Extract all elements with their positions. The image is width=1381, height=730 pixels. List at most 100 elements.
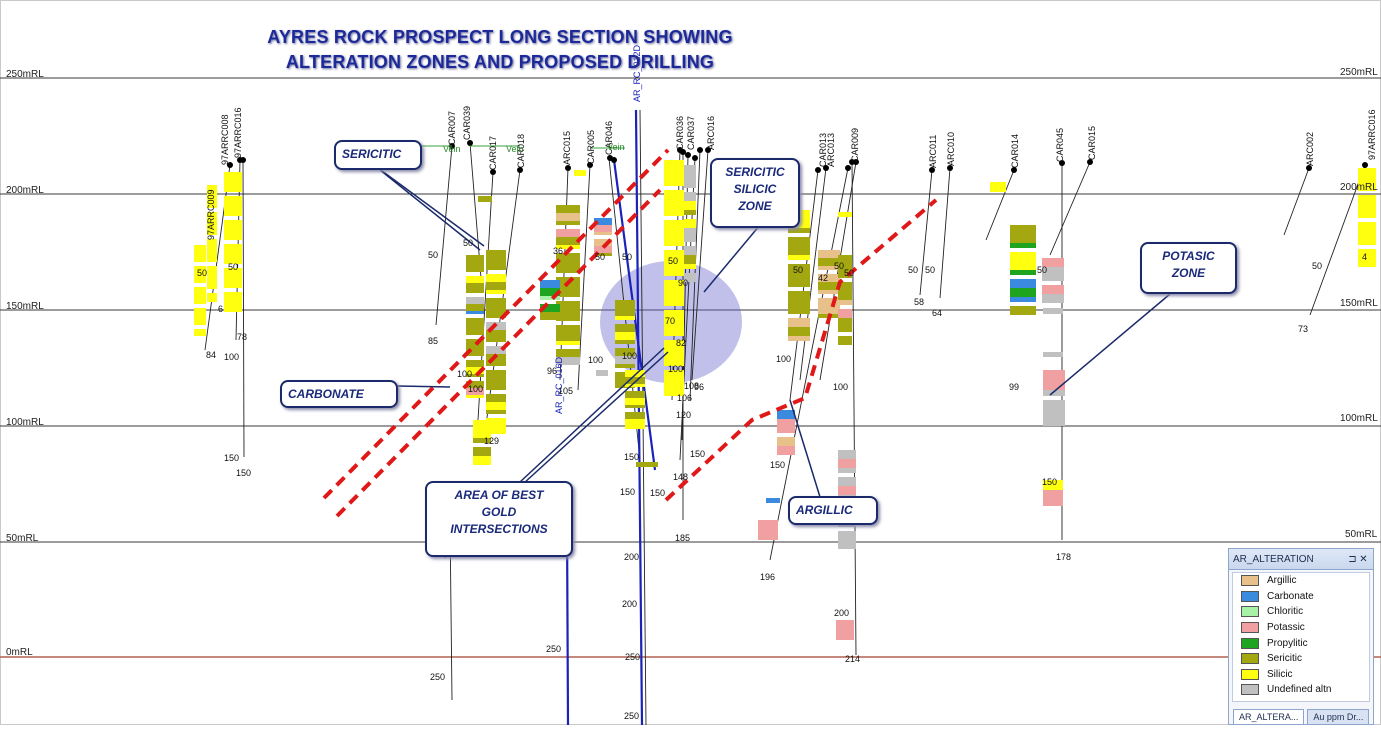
- alteration-segment: [664, 270, 684, 276]
- legend-swatch: [1241, 606, 1259, 618]
- alteration-segment: [838, 255, 852, 264]
- alteration-segment: [224, 212, 242, 216]
- alteration-segment: [684, 201, 696, 210]
- hole-label: CAR015: [1087, 126, 1097, 160]
- alteration-segment: [664, 380, 684, 390]
- alteration-segment: [466, 346, 484, 353]
- alteration-segment: [224, 268, 242, 276]
- alteration-segment: [473, 456, 491, 465]
- alteration-segment: [818, 290, 840, 294]
- alteration-segment: [540, 280, 560, 288]
- depth-label: 250: [546, 644, 561, 654]
- alteration-segment: [777, 428, 795, 433]
- legend-item-silicic: Silicic: [1233, 667, 1369, 683]
- alteration-segment: [556, 229, 580, 237]
- alteration-segment: [758, 536, 778, 540]
- alteration-segment: [194, 259, 206, 262]
- alteration-segment: [194, 301, 206, 304]
- legend-swatch: [1241, 668, 1259, 680]
- alteration-segment: [1042, 276, 1064, 281]
- depth-label: 50: [463, 238, 473, 248]
- legend-item-chloritic: Chloritic: [1233, 604, 1369, 620]
- rl-label-right-100: 100mRL: [1340, 413, 1378, 424]
- alteration-segment: [466, 388, 484, 395]
- alteration-segment: [207, 239, 217, 248]
- alteration-segment: [224, 236, 242, 240]
- depth-label: 100: [622, 351, 637, 361]
- alteration-segment: [194, 273, 206, 280]
- alteration-segment: [615, 364, 635, 368]
- alteration-segment: [207, 194, 217, 203]
- collar-dot: [697, 147, 703, 153]
- legend-item-sericitic: Sericitic: [1233, 651, 1369, 667]
- depth-label: 4: [1362, 252, 1367, 262]
- legend-label: Propylitic: [1267, 637, 1308, 649]
- alteration-segment: [684, 174, 696, 183]
- depth-label: 150: [224, 453, 239, 463]
- depth-label: 148: [673, 472, 688, 482]
- alteration-segment: [1358, 213, 1376, 218]
- hole-label: CAR013: [818, 133, 828, 167]
- alteration-segment: [486, 386, 506, 390]
- depth-label: 50: [428, 250, 438, 260]
- depth-label: 58: [914, 297, 924, 307]
- collar-dot: [490, 169, 496, 175]
- alteration-segment: [1043, 370, 1065, 380]
- depth-label: 150: [1042, 477, 1057, 487]
- alteration-segment: [1358, 258, 1376, 267]
- alteration-segment: [664, 280, 684, 290]
- alteration-segment: [473, 438, 491, 443]
- rl-label-left-50: 50mRL: [6, 533, 39, 544]
- tab-au-ppm[interactable]: Au ppm Dr...: [1307, 709, 1370, 724]
- alteration-segment: [664, 360, 684, 366]
- collar-dot: [1306, 165, 1312, 171]
- pin-icon[interactable]: ⊐: [1348, 553, 1357, 565]
- alteration-segment: [684, 264, 696, 269]
- alteration-blip: [478, 196, 492, 202]
- alteration-segment: [1358, 186, 1376, 191]
- alteration-segment: [788, 318, 810, 327]
- alteration-segment: [466, 269, 484, 272]
- alteration-segment: [194, 315, 206, 322]
- rl-label-right-250: 250mRL: [1340, 67, 1378, 78]
- alteration-segment: [224, 228, 242, 236]
- alteration-segment: [466, 374, 484, 377]
- depth-label: 185: [675, 533, 690, 543]
- alteration-segment: [224, 204, 242, 212]
- alteration-segment: [684, 246, 696, 255]
- collar-dot: [587, 162, 593, 168]
- tab-ar-alteration[interactable]: AR_ALTERA...: [1233, 709, 1305, 724]
- alteration-segment: [540, 296, 560, 300]
- alteration-segment: [194, 329, 206, 336]
- alteration-segment: [224, 188, 242, 192]
- hole-label: 97ARRC016: [233, 107, 243, 158]
- alteration-segment: [540, 312, 560, 320]
- depth-label: 50: [1312, 261, 1322, 271]
- collar-dot: [240, 157, 246, 163]
- alteration-segment: [788, 282, 810, 287]
- hole-label: CAR017: [488, 136, 498, 170]
- drill-trace: [242, 159, 245, 458]
- callout-ss-line1: SERICITIC: [725, 165, 785, 179]
- alteration-segment: [1043, 480, 1063, 490]
- legend-item-carbonate: Carbonate: [1233, 589, 1369, 605]
- leader-line: [379, 169, 481, 251]
- callout-carbonate: CARBONATE: [280, 380, 398, 408]
- alteration-segment: [664, 260, 684, 270]
- alteration-segment: [1043, 500, 1063, 506]
- legend-header: AR_ALTERATION ⊐ ✕: [1229, 549, 1373, 570]
- alteration-segment: [1042, 294, 1064, 303]
- alteration-segment: [818, 298, 840, 306]
- alteration-segment: [194, 322, 206, 325]
- depth-label: 100: [776, 354, 791, 364]
- close-icon[interactable]: ✕: [1359, 553, 1368, 565]
- alteration-segment: [556, 205, 580, 213]
- depth-label: 178: [1056, 552, 1071, 562]
- alteration-segment: [207, 212, 217, 221]
- callout-best-gold: AREA OF BEST GOLD INTERSECTIONS: [425, 481, 573, 557]
- collar-dot: [845, 165, 851, 171]
- depth-label: 250: [625, 652, 640, 662]
- collar-dot: [929, 167, 935, 173]
- depth-label: 129: [484, 436, 499, 446]
